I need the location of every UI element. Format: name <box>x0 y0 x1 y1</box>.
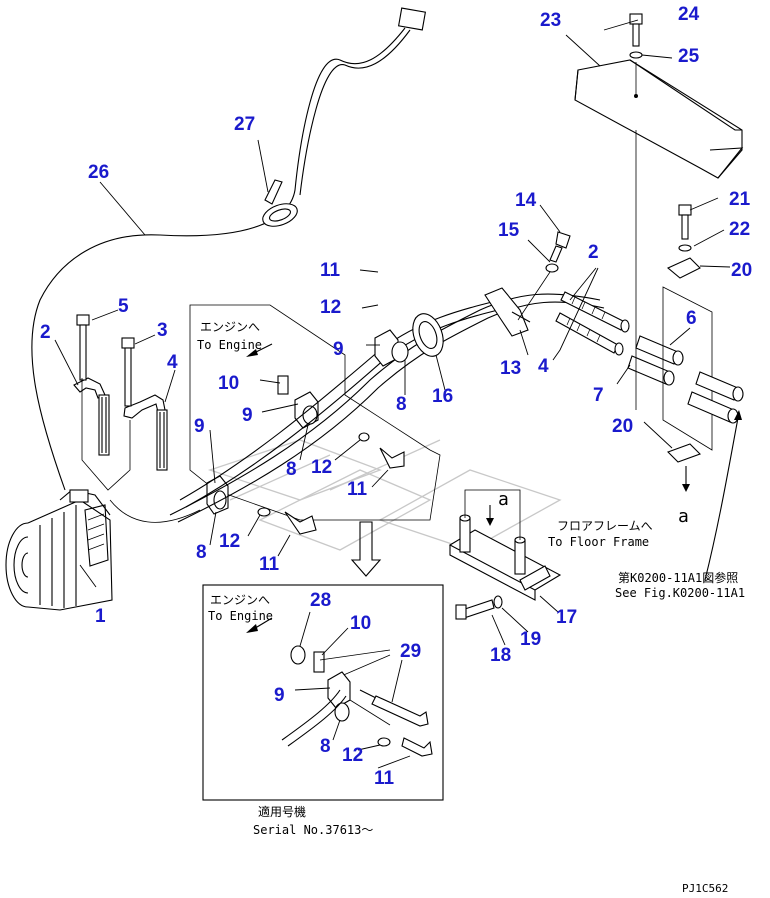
callout-12: 12 <box>311 457 332 478</box>
callout-26: 26 <box>88 162 109 183</box>
note-floor-jp: フロアフレームへ <box>557 519 653 533</box>
callout-14: 14 <box>515 190 537 211</box>
inset-note-engine-en: To Engine <box>208 609 273 623</box>
callout-22: 22 <box>729 219 750 240</box>
callout-27: 27 <box>234 114 255 135</box>
callout-7: 7 <box>593 385 604 406</box>
callout-19: 19 <box>520 629 541 650</box>
note-see-fig-en: See Fig.K0200-11A1 <box>615 586 745 600</box>
callout-4: 4 <box>167 352 178 373</box>
callout-21: 21 <box>729 189 751 210</box>
watermark <box>207 439 562 551</box>
bracket <box>448 410 742 620</box>
callout-20: 20 <box>612 416 633 437</box>
callout-11: 11 <box>374 768 395 789</box>
callout-4: 4 <box>538 356 549 377</box>
callout-8: 8 <box>320 736 331 757</box>
callout-24: 24 <box>678 4 700 25</box>
callout-20: 20 <box>731 260 752 281</box>
inset-frame <box>202 584 444 801</box>
inset-arrow <box>350 521 382 577</box>
callout-3: 3 <box>157 320 168 341</box>
callout-28: 28 <box>310 590 331 611</box>
note-engine-jp: エンジンへ <box>200 320 260 334</box>
callout-15: 15 <box>498 220 520 241</box>
callout-29: 29 <box>400 641 421 662</box>
callout-9: 9 <box>333 339 344 360</box>
callout-8: 8 <box>396 394 407 415</box>
drawing-code: PJ1C562 <box>682 882 728 895</box>
inset-note-engine-jp: エンジンへ <box>210 593 270 607</box>
note-see-fig-jp: 第K0200-11A1図参照 <box>618 570 738 585</box>
callout-11: 11 <box>347 479 368 500</box>
callout-13: 13 <box>500 358 521 379</box>
wire-harness <box>31 7 427 491</box>
callout-10: 10 <box>218 373 239 394</box>
callout-18: 18 <box>490 645 511 666</box>
note-serial-en: Serial No.37613～ <box>253 823 373 837</box>
callout-11: 11 <box>320 260 341 281</box>
marker-a-bracket: a <box>498 489 509 510</box>
note-serial-jp: 適用号機 <box>258 804 306 819</box>
callout-12: 12 <box>342 745 363 766</box>
callouts: 1 2 2 3 4 4 5 6 7 8 8 8 8 9 9 9 9 10 10 … <box>40 4 752 789</box>
callout-9: 9 <box>242 405 253 426</box>
callout-9: 9 <box>194 416 205 437</box>
callout-1: 1 <box>95 606 106 627</box>
leader-lines <box>54 19 731 769</box>
callout-9: 9 <box>274 685 285 706</box>
callout-11: 11 <box>259 554 280 575</box>
hoses-right <box>555 204 744 463</box>
annotations: エンジンへ To Engine エンジンへ To Engine フロアフレームへ… <box>197 320 745 895</box>
callout-16: 16 <box>432 386 453 407</box>
callout-2: 2 <box>40 322 51 343</box>
marker-a-right: a <box>678 506 689 527</box>
callout-12: 12 <box>219 531 240 552</box>
callout-2: 2 <box>588 242 599 263</box>
callout-17: 17 <box>556 607 577 628</box>
note-floor-en: To Floor Frame <box>548 535 649 549</box>
note-engine-en: To Engine <box>197 338 262 352</box>
callout-25: 25 <box>678 46 700 67</box>
callout-23: 23 <box>540 10 561 31</box>
cover-plate <box>574 13 744 410</box>
bolt-14 <box>517 231 571 321</box>
callout-10: 10 <box>350 613 371 634</box>
main-pipes <box>169 287 605 523</box>
callout-8: 8 <box>196 542 207 563</box>
compressor <box>5 489 113 611</box>
callout-5: 5 <box>118 296 129 317</box>
callout-12: 12 <box>320 297 341 318</box>
callout-6: 6 <box>686 308 697 329</box>
callout-8: 8 <box>286 459 297 480</box>
hoses-left <box>73 314 201 523</box>
